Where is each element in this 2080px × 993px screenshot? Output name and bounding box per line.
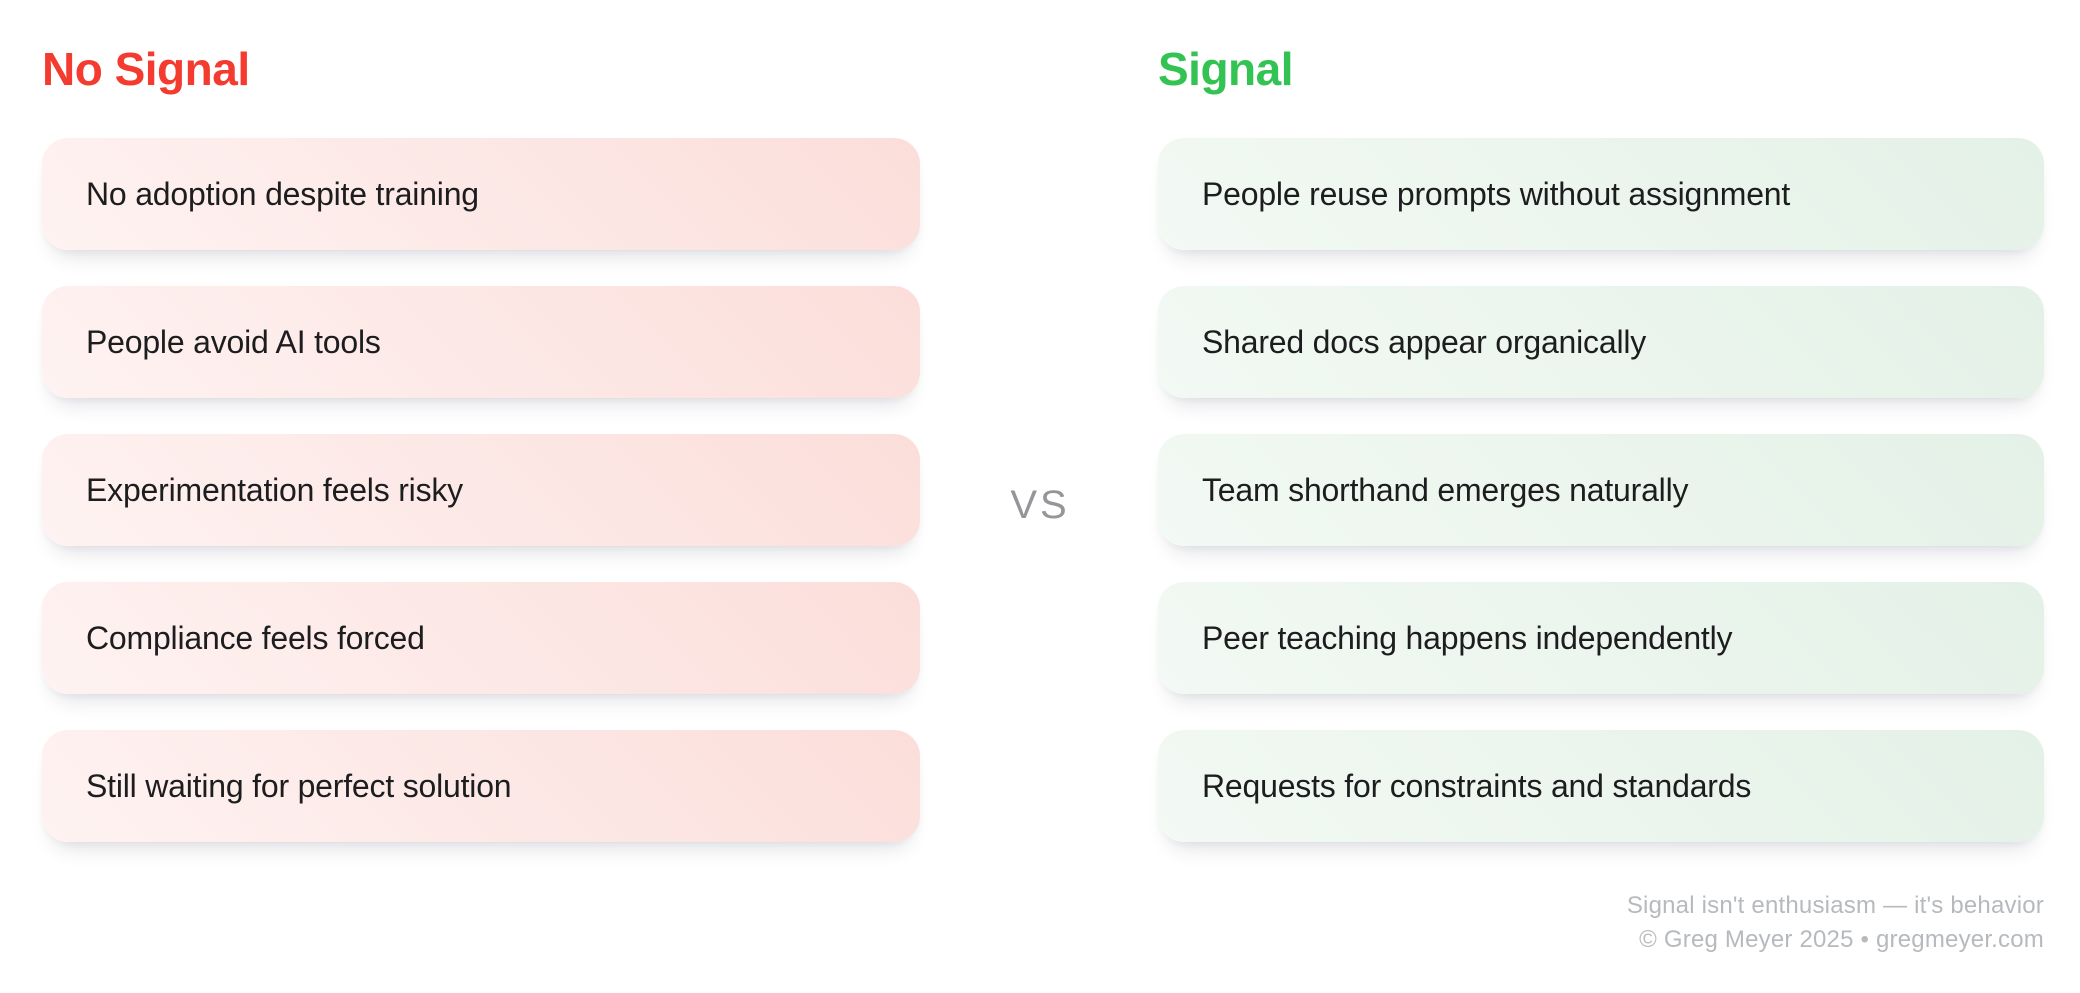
signal-card: Team shorthand emerges naturally [1158, 434, 2044, 546]
footer-credit: © Greg Meyer 2025 • gregmeyer.com [1639, 926, 2044, 953]
signal-card-list: People reuse prompts without assignment … [1158, 138, 2044, 842]
no-signal-heading: No Signal [42, 43, 250, 95]
signal-card: People reuse prompts without assignment [1158, 138, 2044, 250]
no-signal-card: People avoid AI tools [42, 286, 920, 398]
no-signal-card: Experimentation feels risky [42, 434, 920, 546]
vs-divider-label: VS [1010, 483, 1070, 527]
signal-column: Signal People reuse prompts without assi… [1158, 46, 2044, 878]
no-signal-card: Compliance feels forced [42, 582, 920, 694]
no-signal-card: Still waiting for perfect solution [42, 730, 920, 842]
no-signal-column: No Signal No adoption despite training P… [42, 46, 920, 878]
signal-card: Shared docs appear organically [1158, 286, 2044, 398]
footer-tagline: Signal isn't enthusiasm — it's behavior [1626, 892, 2044, 919]
attribution-footer: Signal isn't enthusiasm — it's behavior … [1627, 889, 2044, 957]
signal-card: Requests for constraints and standards [1158, 730, 2044, 842]
signal-heading: Signal [1158, 43, 1294, 95]
no-signal-card-list: No adoption despite training People avoi… [42, 138, 920, 842]
no-signal-card: No adoption despite training [42, 138, 920, 250]
signal-card: Peer teaching happens independently [1158, 582, 2044, 694]
